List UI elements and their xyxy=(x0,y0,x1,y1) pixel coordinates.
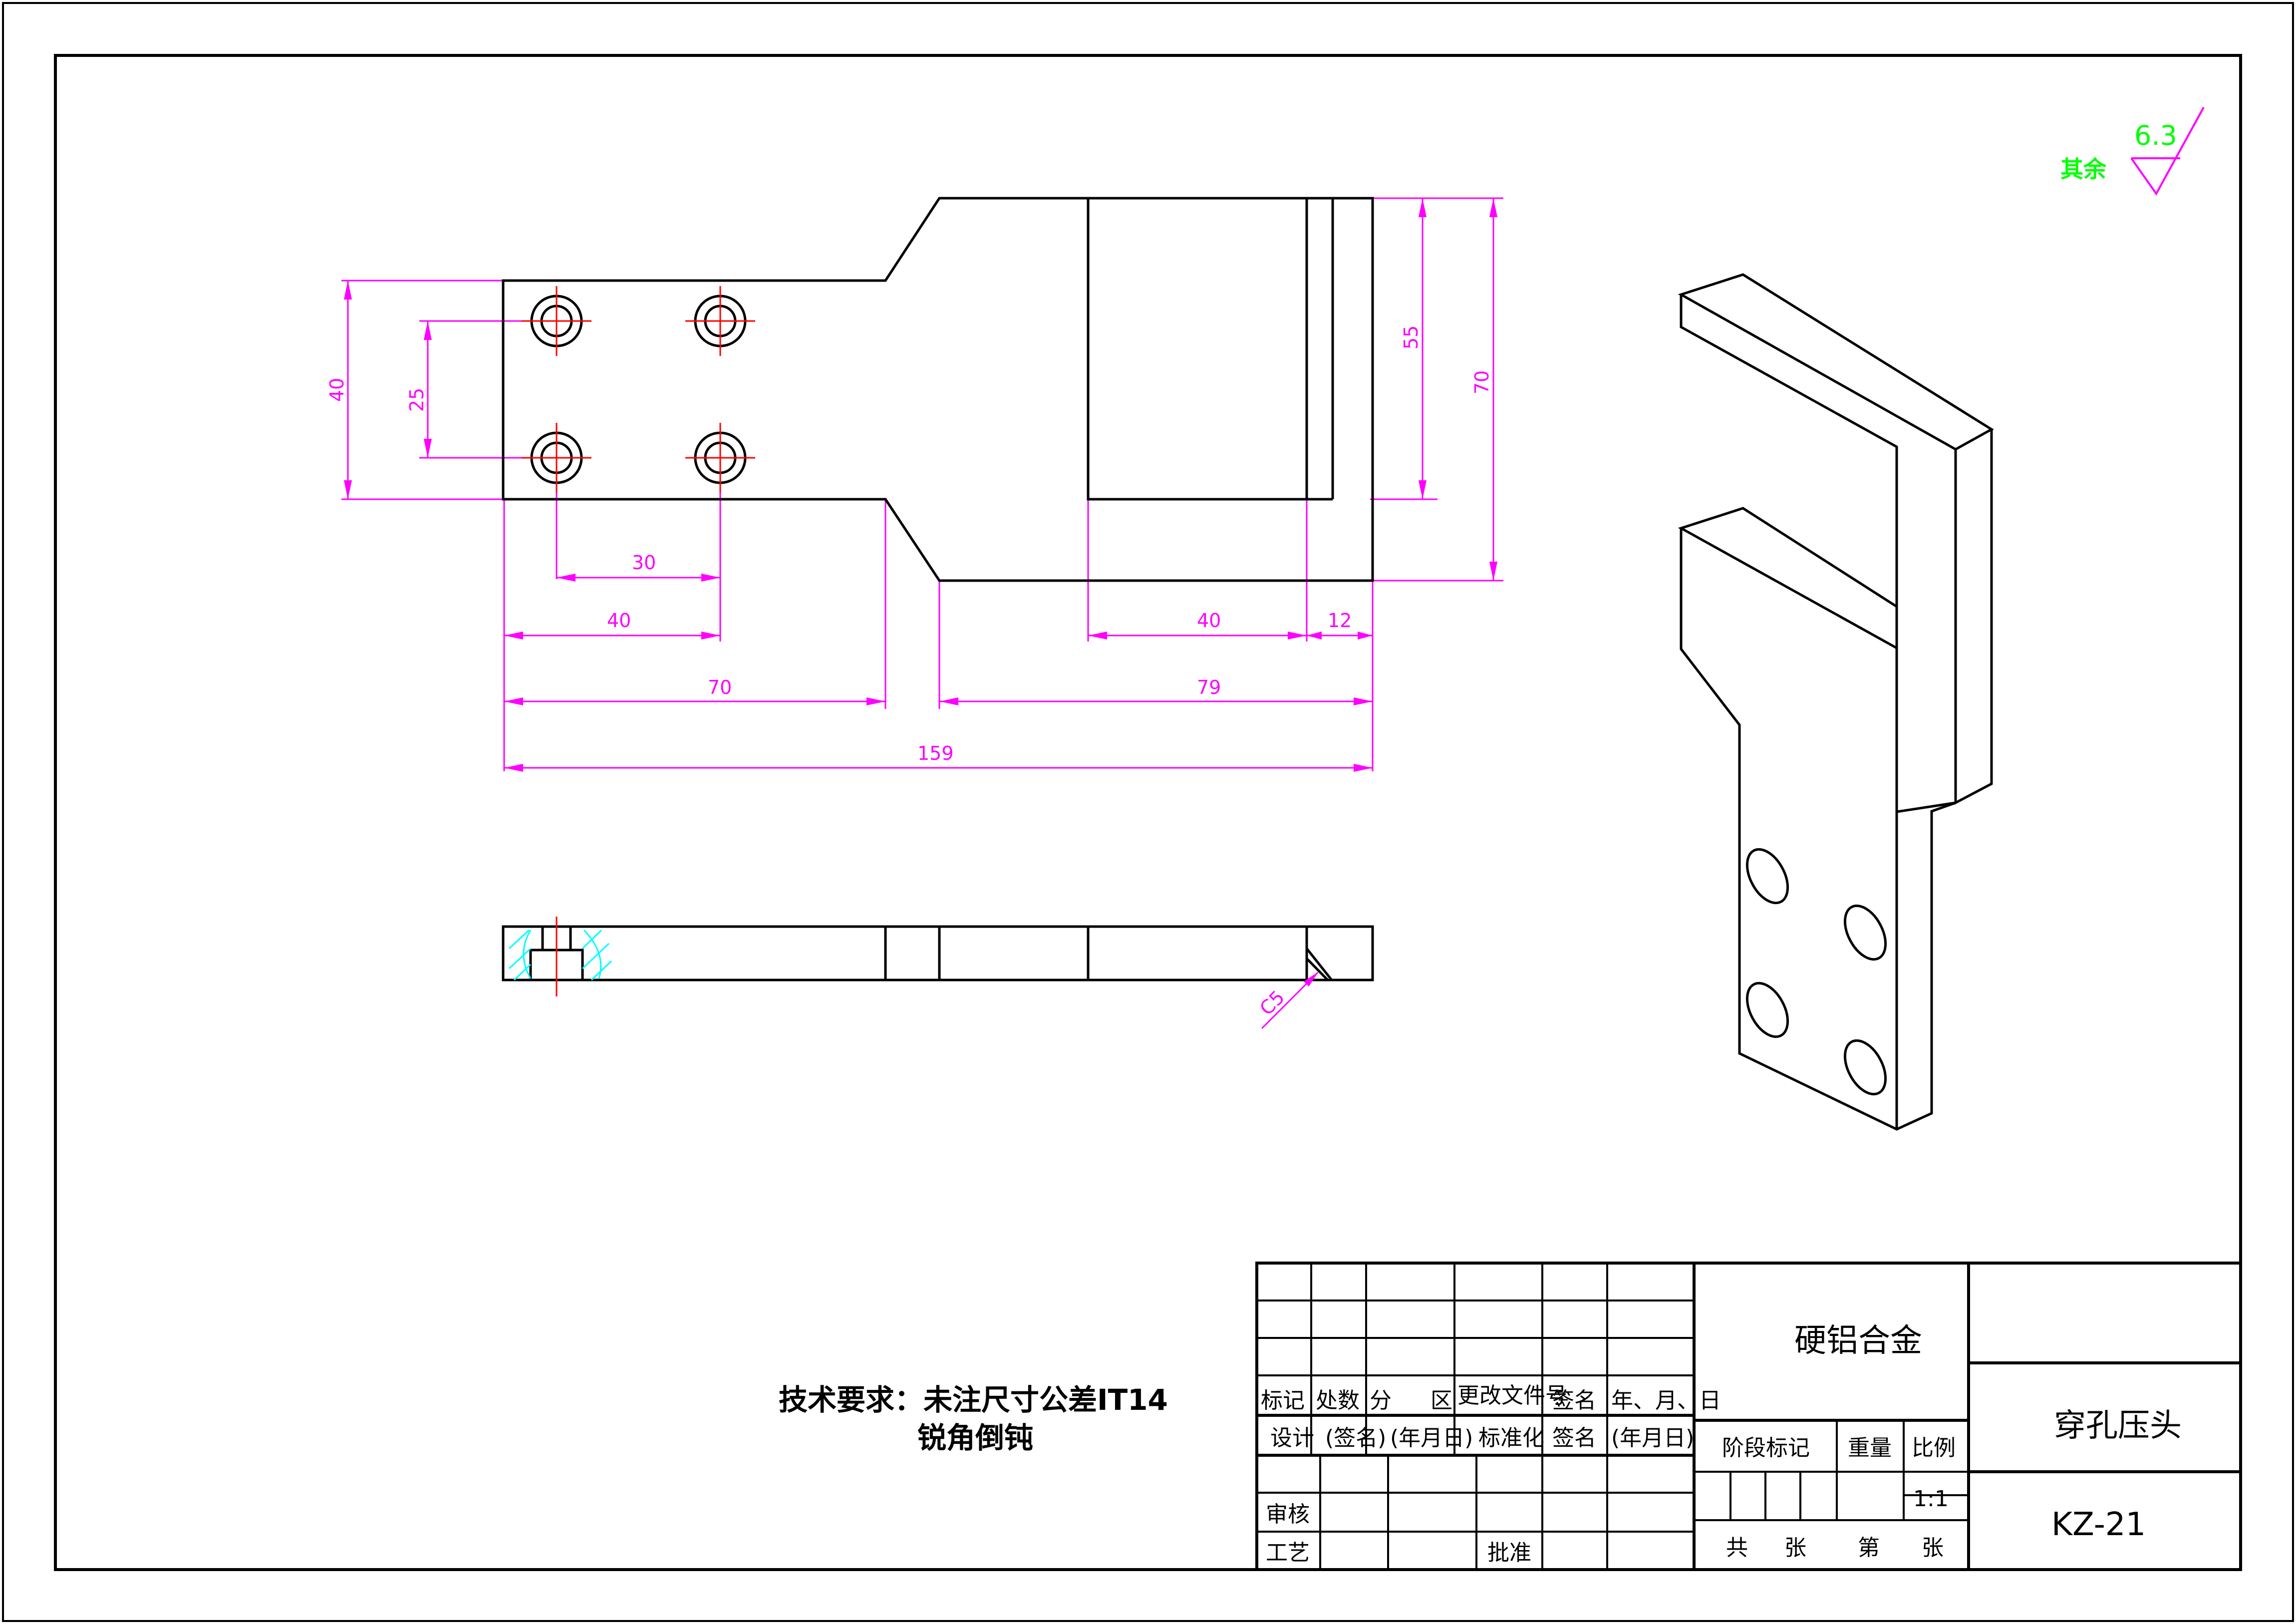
tb-standardization: 标准化 xyxy=(1478,1425,1544,1451)
part-outline-front xyxy=(502,197,1374,582)
tb-sheet-unit2: 张 xyxy=(1922,1535,1944,1561)
dim-slot-height-55: 55 xyxy=(1400,325,1422,349)
tb-total-sheets: 共 xyxy=(1726,1535,1748,1561)
dim-wall-12: 12 xyxy=(1328,610,1352,632)
surface-roughness-symbol: 其余 6.3 xyxy=(2060,107,2205,196)
iso-hole-2 xyxy=(1843,904,1887,961)
roughness-value: 6.3 xyxy=(2134,120,2177,151)
tb-ratio-label: 比例 xyxy=(1912,1435,1956,1461)
tech-note-line1: 技术要求：未注尺寸公差IT14 xyxy=(779,1383,1168,1417)
tb-design-date: (年月日) xyxy=(1390,1425,1473,1451)
tb-approve: 批准 xyxy=(1487,1540,1531,1566)
tb-design-sign: (签名) xyxy=(1325,1425,1386,1451)
tb-design-label: 设计 xyxy=(1270,1425,1314,1451)
tb-drawing-no: KZ-21 xyxy=(2051,1506,2146,1543)
tb-sheet-unit: 张 xyxy=(1784,1535,1806,1561)
tb-header-sign: 签名 xyxy=(1552,1388,1596,1413)
tb-material: 硬铝合金 xyxy=(1794,1322,1922,1359)
roughness-check-icon xyxy=(2130,107,2205,196)
technical-notes: 技术要求：未注尺寸公差IT14 锐角倒钝 xyxy=(779,1383,1168,1455)
tb-review: 审核 xyxy=(1266,1502,1310,1527)
dim-total-159: 159 xyxy=(917,742,954,764)
tb-header-zone: 区 xyxy=(1431,1388,1452,1413)
iso-top-arm-top xyxy=(1678,273,1994,451)
side-section-view: C5 xyxy=(502,917,1374,1029)
dimension-texts: 40 25 55 70 30 40 70 79 40 12 159 xyxy=(326,325,1493,764)
tb-sheet-no: 第 xyxy=(1858,1535,1880,1561)
tb-std-date: (年月日) xyxy=(1611,1425,1694,1451)
dim-right-length-79: 79 xyxy=(1197,676,1221,698)
tb-header-date: 年、月、日 xyxy=(1611,1388,1721,1413)
chamfer-label: C5 xyxy=(1255,986,1289,1019)
mounting-holes xyxy=(522,286,755,493)
isometric-view xyxy=(1678,273,1994,1131)
dimension-lines xyxy=(344,198,1497,772)
tb-weight: 重量 xyxy=(1848,1435,1892,1461)
dim-slot-40: 40 xyxy=(1197,610,1221,632)
side-body xyxy=(502,925,1374,981)
front-view: 40 25 55 70 30 40 70 79 40 12 159 xyxy=(326,197,1503,772)
dim-right-height-70: 70 xyxy=(1471,370,1493,394)
extension-lines xyxy=(341,197,1503,771)
iso-hole-1 xyxy=(1745,848,1789,905)
tb-header-mark: 标记 xyxy=(1261,1388,1305,1413)
dim-hole-offset-40: 40 xyxy=(607,610,631,632)
hole-bottom-right xyxy=(685,423,755,493)
tb-header-change-doc: 更改文件号 xyxy=(1457,1383,1567,1408)
dim-height-40: 40 xyxy=(326,378,348,402)
dim-hole-pitch-30: 30 xyxy=(632,552,656,574)
roughness-label: 其余 xyxy=(2060,156,2107,183)
iso-main-front xyxy=(1680,528,1956,1131)
hole-bottom-left xyxy=(522,423,591,493)
slot-cutout xyxy=(1087,198,1333,501)
tb-ratio-value: 1:1 xyxy=(1913,1486,1949,1512)
tb-header-count: 处数 xyxy=(1316,1388,1360,1413)
hole-top-left xyxy=(522,286,591,356)
iso-lower-arm-top xyxy=(1678,507,1898,650)
tb-std-sign: 签名 xyxy=(1552,1425,1596,1451)
hole-top-right xyxy=(685,286,755,356)
tb-part-name: 穿孔压头 xyxy=(2054,1407,2182,1444)
side-outline xyxy=(502,925,1374,981)
tb-process: 工艺 xyxy=(1266,1540,1310,1566)
tb-header-part: 分 xyxy=(1370,1388,1392,1413)
iso-hole-3 xyxy=(1745,981,1789,1038)
tech-note-line2: 锐角倒钝 xyxy=(917,1421,1033,1455)
drawing-frame xyxy=(54,54,2242,1571)
tb-stage-mark: 阶段标记 xyxy=(1722,1435,1810,1461)
title-block: 标记 处数 分 区 更改文件号 签名 年、月、日 设计 (签名) (年月日) 标… xyxy=(1255,1262,2242,1571)
dim-hole-spacing-25: 25 xyxy=(406,388,428,412)
section-hatch xyxy=(508,929,612,981)
iso-hole-4 xyxy=(1843,1039,1887,1096)
dim-left-length-70: 70 xyxy=(708,676,732,698)
